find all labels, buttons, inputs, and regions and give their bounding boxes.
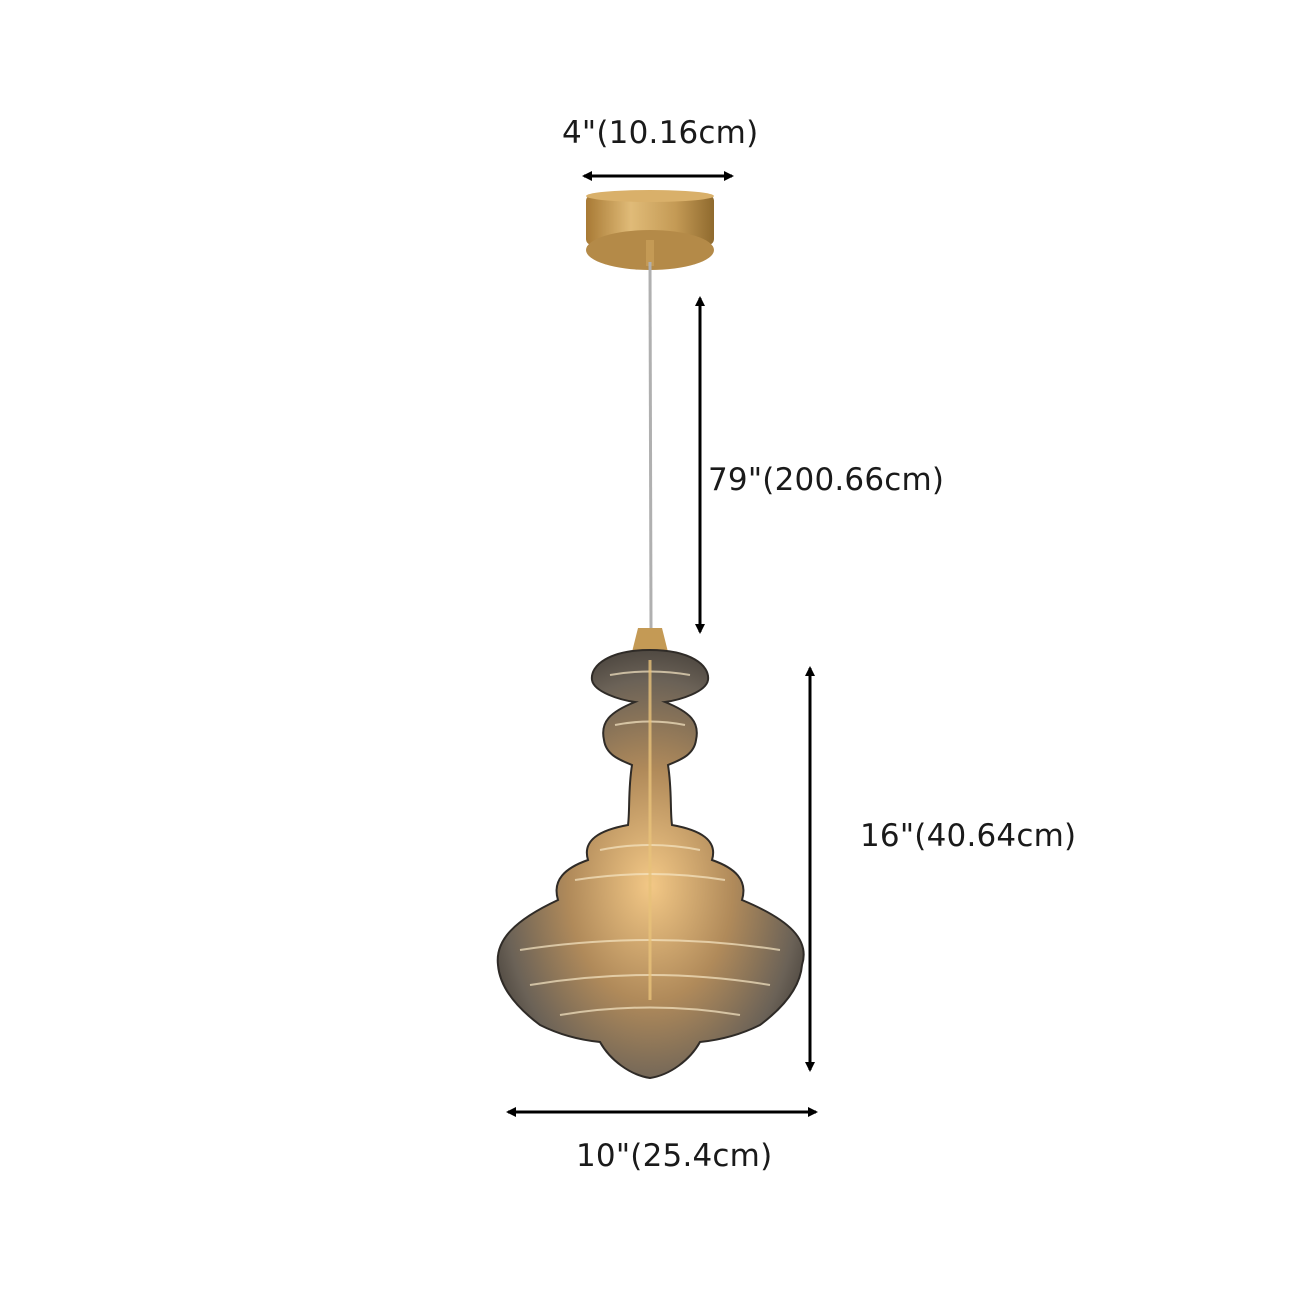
cord-length-label: 79"(200.66cm) xyxy=(708,462,945,498)
shade-height-label: 16"(40.64cm) xyxy=(860,818,1077,854)
cord xyxy=(648,261,653,629)
glass-shade xyxy=(496,648,805,1080)
shade-width-label: 10"(25.4cm) xyxy=(576,1138,773,1174)
canopy-width-label: 4"(10.16cm) xyxy=(562,115,759,151)
canopy xyxy=(586,190,714,270)
socket-cap xyxy=(632,628,668,652)
